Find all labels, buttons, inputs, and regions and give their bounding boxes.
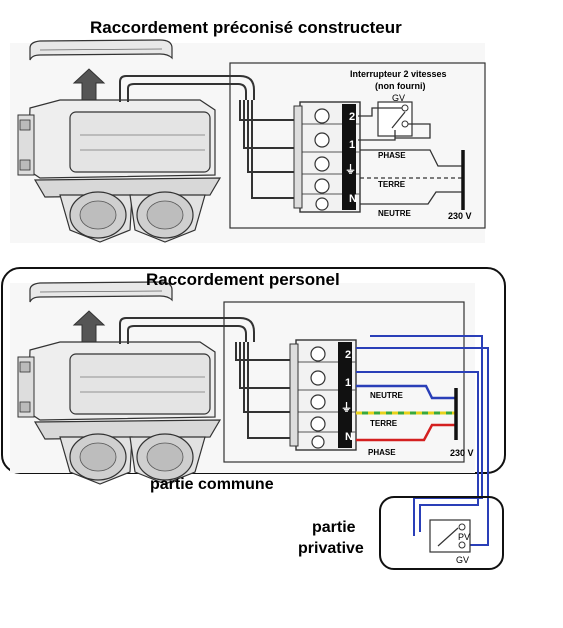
private-switch: PV GV bbox=[429, 519, 471, 565]
terminal-label-n: N bbox=[349, 193, 357, 205]
switch-title: Interrupteur 2 vitesses bbox=[350, 69, 447, 79]
top-diagram: 2 1 ⏚ N Interrupteur 2 vitesses (non fou… bbox=[10, 39, 486, 243]
switch-gv-label: GV bbox=[392, 93, 405, 103]
voltage-label-top: 230 V bbox=[448, 211, 472, 221]
terminal-label-earth: ⏚ bbox=[345, 163, 356, 176]
voltage-label-bottom: 230 V bbox=[450, 448, 474, 458]
label-partie-commune: partie commune bbox=[150, 476, 274, 493]
neutral-wire bbox=[356, 384, 455, 400]
label-partie: partie bbox=[312, 519, 356, 536]
switch-wire-2 bbox=[356, 347, 489, 546]
phase-label-bottom: PHASE bbox=[368, 448, 396, 457]
wiring-frame-bottom bbox=[223, 301, 465, 463]
title-constructeur: Raccordement préconisé constructeur bbox=[90, 18, 402, 37]
terminal-block-top: 2 1 ⏚ N bbox=[293, 101, 361, 213]
switch-wire-1 bbox=[356, 371, 479, 532]
title-personel: Raccordement personel bbox=[146, 270, 340, 289]
terre-label-top: TERRE bbox=[378, 180, 406, 189]
bottom-diagram: 2 1 ⏚ N NEUTRE TERRE PHASE 230 V bbox=[10, 281, 489, 546]
terminal-label-n-b: N bbox=[345, 431, 353, 443]
switch-pv-label-b: PV bbox=[458, 532, 470, 542]
wiring-frame-top bbox=[229, 62, 486, 229]
frame-privative bbox=[379, 496, 504, 570]
terminal-label-1: 1 bbox=[349, 139, 355, 151]
label-privative: privative bbox=[298, 540, 364, 557]
terminal-label-1-b: 1 bbox=[345, 377, 351, 389]
neutre-label-top: NEUTRE bbox=[378, 209, 412, 218]
phase-label-top: PHASE bbox=[378, 151, 406, 160]
terre-label-bottom: TERRE bbox=[370, 419, 398, 428]
terminal-label-2: 2 bbox=[349, 111, 355, 123]
terminal-block-bottom: 2 1 ⏚ N bbox=[289, 339, 357, 451]
terminal-label-earth-b: ⏚ bbox=[341, 401, 352, 414]
terminal-label-2-b: 2 bbox=[345, 349, 351, 361]
phase-wire bbox=[356, 423, 455, 442]
neutre-label-bottom: NEUTRE bbox=[370, 391, 404, 400]
switch-gv-label-b: GV bbox=[456, 555, 469, 565]
switch-subtitle: (non fourni) bbox=[375, 81, 425, 91]
